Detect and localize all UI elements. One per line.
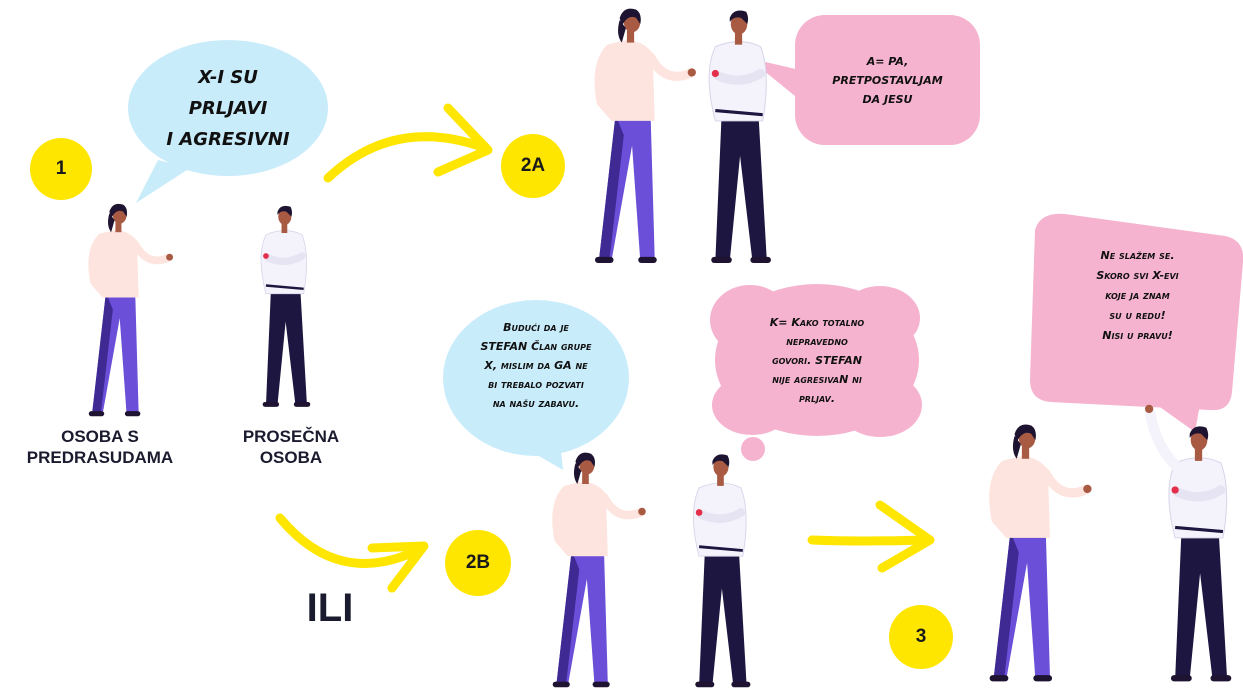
speech-bubble-disagree	[1030, 213, 1243, 432]
caption-average-person: PROSEČNA OSOBA	[226, 426, 356, 468]
arrow-to-2b-head	[367, 541, 429, 593]
man-average-figure	[260, 205, 311, 407]
bubble-line: A= PA,	[866, 55, 909, 68]
step-badge-1: 1	[30, 138, 92, 200]
bubble-line: nepravedno	[786, 335, 848, 348]
speech-bubble-exclusion	[443, 300, 629, 470]
caption-line: PROSEČNA	[242, 427, 340, 446]
caption-line: PREDRASUDAMA	[26, 448, 174, 467]
bubble-line: X, mislim da GA ne	[484, 359, 588, 372]
arrow-to-2a-head	[433, 103, 493, 177]
caption-line: OSOBA S	[61, 427, 139, 446]
man-figure-2b	[692, 454, 751, 688]
arrow-to-2a	[323, 132, 490, 183]
arrow-to-3-head	[875, 500, 935, 573]
step-badge-3: 3	[889, 605, 953, 669]
arrow-to-3	[807, 535, 930, 546]
bubble-line: prljav.	[798, 392, 836, 405]
thought-bubble	[710, 284, 922, 461]
woman-figure-2b	[552, 452, 646, 688]
bubble-line: X-I SU	[198, 67, 258, 88]
caption-line: OSOBA	[259, 448, 323, 467]
woman-figure-2a	[594, 8, 696, 264]
bubble-line: Ne slažem se.	[1100, 249, 1175, 262]
man-figure-2a	[708, 10, 771, 264]
bubble-line: Skoro svi X-evi	[1096, 269, 1179, 282]
bubble-line: PRLJAVI	[188, 98, 268, 119]
bubble-line: Nisi u pravu!	[1102, 329, 1173, 342]
bubble-line: PRETPOSTAVLJAM	[832, 74, 943, 87]
bubble-line: nije agresivaN ni	[772, 373, 862, 386]
bubble-line: na našu zabavu.	[492, 397, 580, 410]
woman-figure-3	[989, 424, 1092, 682]
bubble-line: su u redu!	[1109, 309, 1166, 322]
bubble-text-agree: A= PA, PRETPOSTAVLJAM DA JESU	[800, 52, 975, 109]
bubble-line: K= Kako totalno	[769, 316, 865, 329]
bubble-text-exclusion: Budući da je STEFAN Član grupe X, mislim…	[443, 318, 629, 413]
bubble-line: I AGRESIVNI	[166, 129, 290, 150]
step-badge-2b: 2B	[445, 530, 511, 596]
bubble-line: Budući da je	[503, 321, 569, 334]
bubble-text-prejudice: X-I SU PRLJAVI I AGRESIVNI	[140, 62, 316, 155]
woman-prejudiced-figure	[88, 203, 174, 417]
bubble-line: bi trebalo pozvati	[488, 378, 584, 391]
arrow-to-2b	[275, 513, 427, 568]
bubble-line: STEFAN Član grupe	[480, 340, 592, 353]
speech-bubble-prejudice	[128, 40, 328, 203]
caption-prejudiced-person: OSOBA S PREDRASUDAMA	[0, 426, 200, 468]
or-label: ILI	[306, 586, 354, 630]
step-badge-2a: 2A	[501, 134, 565, 198]
bubble-line: DA JESU	[862, 93, 913, 106]
bubble-line: koje ja znam	[1105, 289, 1170, 302]
bubble-text-disagree: Ne slažem se. Skoro svi X-evi koje ja zn…	[1045, 246, 1230, 346]
bubble-text-thought: K= Kako totalno nepravedno govori. STEFA…	[722, 313, 912, 408]
bubble-line: govori. STEFAN	[772, 354, 862, 367]
man-figure-3	[1144, 404, 1232, 682]
